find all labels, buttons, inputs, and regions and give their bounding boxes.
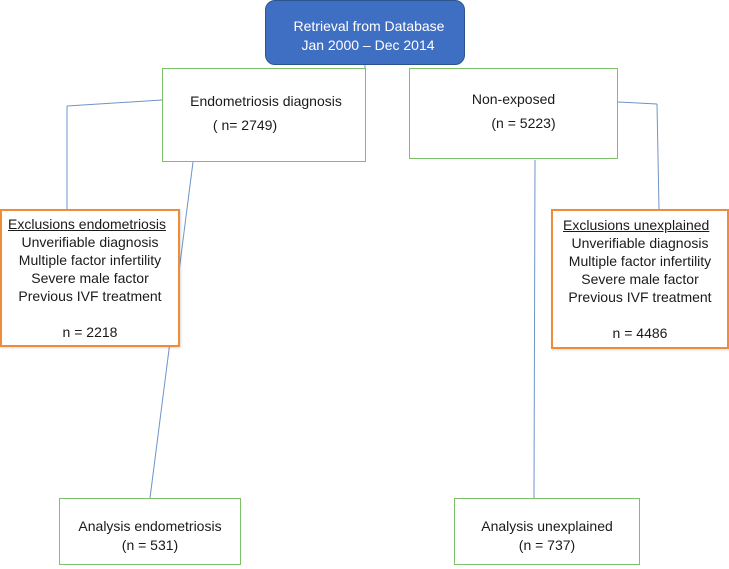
- analysis-endometriosis-title: Analysis endometriosis: [78, 518, 222, 534]
- exclusions-unexplained-box: Exclusions unexplained Unverifiable diag…: [551, 209, 729, 349]
- exclusions-unexplained-count: n = 4486: [612, 325, 668, 341]
- analysis-unexplained-title: Analysis unexplained: [481, 518, 613, 534]
- exclusions-endometriosis-count: n = 2218: [62, 324, 118, 340]
- non-exposed-count: (n = 5223): [491, 115, 556, 131]
- analysis-unexplained-box: Analysis unexplained (n = 737): [454, 498, 640, 565]
- database-line-2: Jan 2000 – Dec 2014: [301, 37, 435, 53]
- analysis-endometriosis-count: (n = 531): [121, 537, 179, 553]
- endometriosis-diagnosis-box: Endometriosis diagnosis ( n= 2749): [162, 68, 366, 162]
- connector-nonexp-to-right: [617, 101, 658, 105]
- database-retrieval-box: Retrieval from Database Jan 2000 – Dec 2…: [265, 0, 465, 65]
- non-exposed-box: Non-exposed (n = 5223): [409, 68, 618, 159]
- exclusions-endometriosis-box: Exclusions endometriosis Unverifiable di…: [0, 209, 180, 347]
- exclusion-item: Unverifiable diagnosis: [571, 235, 709, 251]
- endometriosis-title: Endometriosis diagnosis: [190, 93, 342, 109]
- exclusion-item: Multiple factor infertility: [18, 252, 162, 268]
- endometriosis-count: ( n= 2749): [212, 117, 278, 133]
- connector-nonexp-to-analysis: [533, 159, 536, 499]
- analysis-endometriosis-box: Analysis endometriosis (n = 531): [59, 498, 241, 565]
- exclusion-item: Unverifiable diagnosis: [21, 234, 159, 250]
- exclusion-item: Severe male factor: [581, 271, 699, 287]
- connector-right-down: [656, 103, 660, 210]
- non-exposed-title: Non-exposed: [471, 91, 556, 107]
- exclusions-endometriosis-header: Exclusions endometriosis: [8, 216, 166, 232]
- exclusion-item: Severe male factor: [31, 270, 149, 286]
- exclusion-item: Previous IVF treatment: [18, 288, 162, 304]
- analysis-unexplained-count: (n = 737): [518, 537, 576, 553]
- spacer: [553, 306, 727, 324]
- database-line-1: Retrieval from Database: [293, 18, 445, 34]
- exclusions-unexplained-header: Exclusions unexplained: [563, 217, 710, 233]
- exclusion-item: Previous IVF treatment: [568, 289, 712, 305]
- spacer: [2, 305, 178, 323]
- connector-endo-to-left: [66, 99, 163, 107]
- exclusion-item: Multiple factor infertility: [568, 253, 712, 269]
